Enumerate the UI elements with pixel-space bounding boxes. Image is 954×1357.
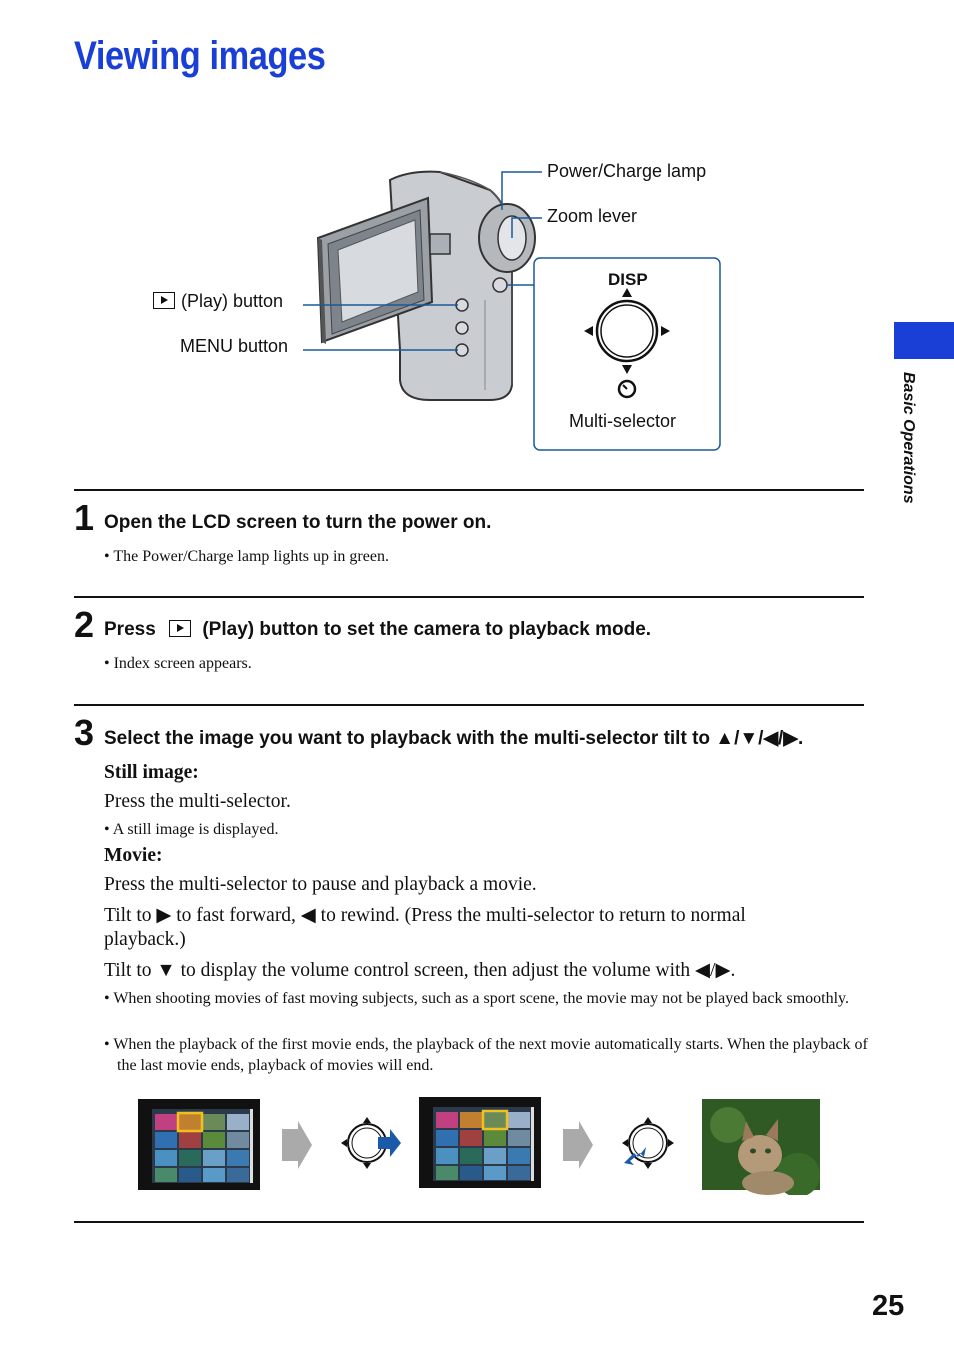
movie-note-1: • When shooting movies of fast moving su… — [104, 990, 850, 1007]
step2-heading: Press (Play) button to set the camera to… — [104, 619, 651, 641]
play-icon — [169, 620, 192, 637]
step2-number: 2 — [74, 604, 95, 645]
page-title: Viewing images — [74, 34, 326, 78]
movie-text-2b: playback.) — [104, 929, 186, 950]
power-lamp-label: Power/Charge lamp — [547, 161, 707, 181]
still-image-text: Press the multi-selector. — [104, 791, 291, 812]
arrow-right-icon — [282, 1121, 312, 1169]
camera-illustration — [303, 170, 721, 451]
playback-sequence — [138, 1097, 820, 1195]
section-label: Basic Operations — [895, 372, 921, 512]
step1-rule — [74, 489, 864, 491]
step3-heading: Select the image you want to playback wi… — [104, 728, 804, 749]
step3-number: 3 — [74, 712, 95, 753]
step2-bullet: • Index screen appears. — [104, 655, 252, 672]
still-image-photo — [702, 1099, 820, 1195]
menu-button-label: MENU button — [180, 336, 289, 356]
multi-selector-right-icon — [341, 1117, 401, 1169]
still-image-title: Still image: — [104, 762, 199, 783]
movie-title: Movie: — [104, 845, 163, 866]
play-button-text: (Play) button — [181, 291, 284, 311]
section-tab — [894, 322, 954, 359]
play-button-label: (Play) button — [153, 291, 283, 312]
bottom-rule — [74, 1221, 864, 1223]
multi-selector-press-icon — [622, 1117, 674, 1169]
step2-rule — [74, 596, 864, 598]
section-label-text: Basic Operations — [900, 372, 917, 504]
movie-text-3: Tilt to ▼ to display the volume control … — [104, 960, 736, 981]
play-icon — [153, 292, 175, 309]
page-number: 25 — [872, 1290, 905, 1322]
step1-heading: Open the LCD screen to turn the power on… — [104, 512, 492, 533]
movie-note-2: • When the playback of the first movie e… — [104, 1036, 868, 1074]
movie-text-2a: Tilt to ▶ to fast forward, ◀ to rewind. … — [104, 905, 746, 926]
step1-bullet: • The Power/Charge lamp lights up in gre… — [104, 548, 389, 565]
step3-rule — [74, 704, 864, 706]
movie-text-1: Press the multi-selector to pause and pl… — [104, 874, 537, 895]
step2-heading-post: (Play) button to set the camera to playb… — [202, 619, 652, 640]
index-screen-2 — [419, 1097, 541, 1188]
still-image-bullet: • A still image is displayed. — [104, 821, 279, 838]
arrow-right-icon — [563, 1121, 593, 1169]
disp-label: DISP — [608, 270, 648, 289]
index-screen-1 — [138, 1099, 260, 1190]
multi-selector-label: Multi-selector — [569, 411, 677, 431]
step1-number: 1 — [74, 497, 95, 538]
self-timer-icon — [617, 379, 637, 399]
zoom-lever-label: Zoom lever — [547, 206, 638, 226]
step2-heading-pre: Press — [104, 619, 156, 640]
